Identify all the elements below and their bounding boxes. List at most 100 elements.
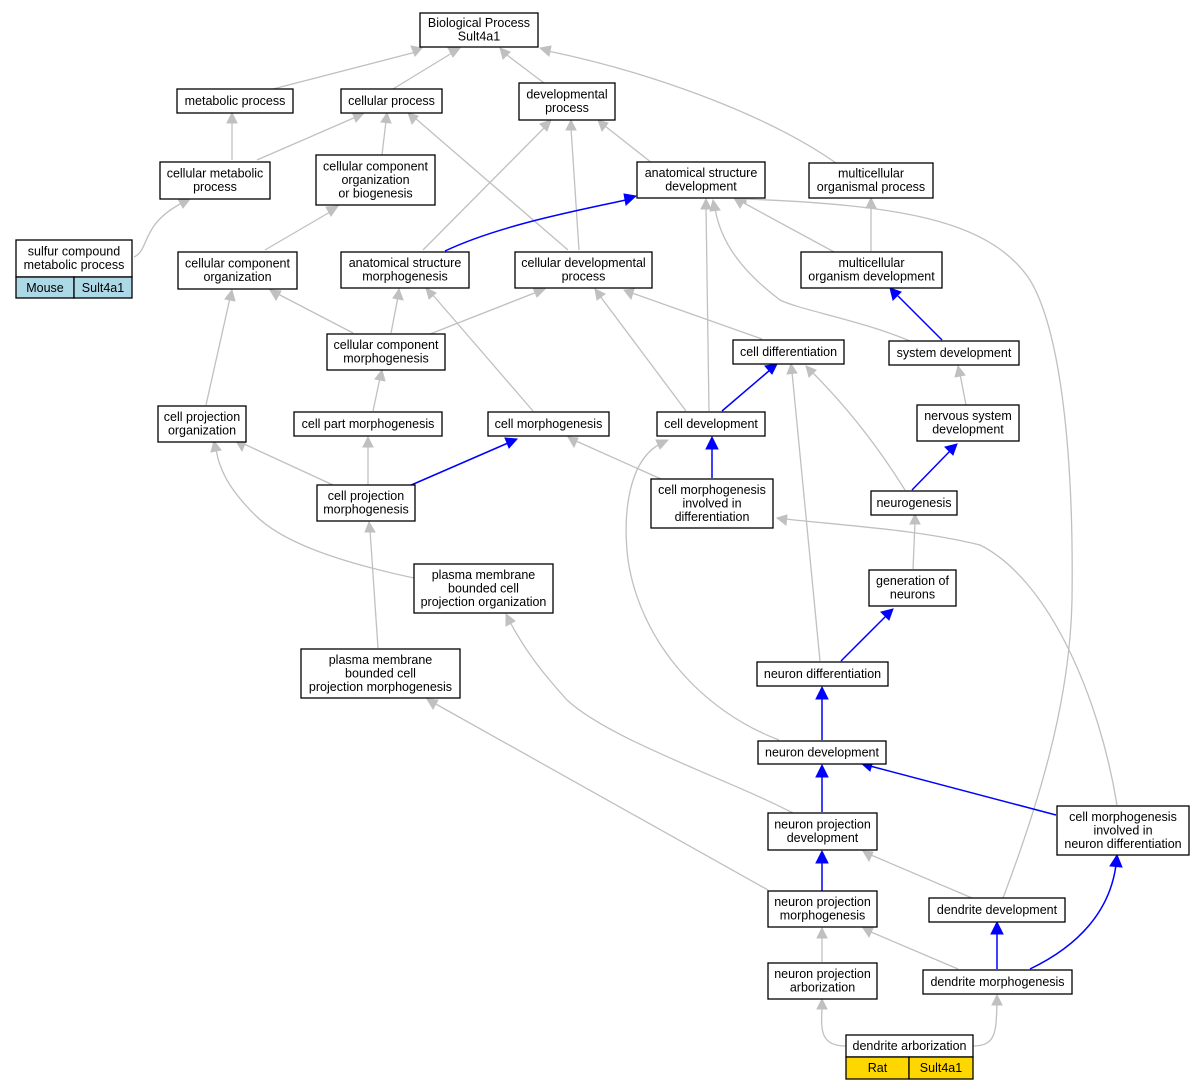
node-cellular-process[interactable]: cellular process [340, 88, 443, 114]
node-label-line: multicellular [839, 256, 905, 270]
node-label-line: nervous system [924, 409, 1012, 423]
edge-developmental-to-bp [506, 54, 545, 84]
node-neuron-differentiation[interactable]: neuron differentiation [756, 661, 889, 687]
arrowhead [889, 287, 902, 301]
node-label-line: developmental [526, 88, 607, 102]
edge-cmind-to-ndev [869, 765, 1057, 816]
node-cell-development[interactable]: cell development [656, 411, 766, 437]
edge-ccobg-to-cellular [381, 120, 387, 156]
node-dendrite-arborization[interactable]: dendrite arborization [845, 1034, 974, 1058]
node-label-line: multicellular [838, 167, 904, 181]
node-label-line: cellular process [348, 94, 435, 108]
node-cell-morphogenesis[interactable]: cell morphogenesis [487, 411, 610, 437]
node-label-line: or biogenesis [338, 186, 412, 200]
arrowhead [392, 287, 404, 301]
edge-cd-to-cdp [599, 295, 687, 412]
node-box [767, 812, 878, 851]
arrowhead [862, 850, 874, 863]
node-metabolic-process[interactable]: metabolic process [176, 88, 294, 114]
arrowhead [447, 47, 462, 58]
edge-asm-to-asd [444, 199, 627, 252]
node-label-line: cell part morphogenesis [302, 417, 435, 431]
arrowhead [954, 364, 966, 378]
node-label-line: development [932, 423, 1004, 437]
arrowhead [709, 198, 721, 212]
edge-nsd-to-sysdev [959, 373, 967, 406]
node-box [518, 82, 616, 121]
node-system-development[interactable]: system development [888, 340, 1020, 366]
node-dendrite-morphogenesis[interactable]: dendrite morphogenesis [922, 969, 1073, 995]
node-box [177, 251, 298, 290]
arrowhead [805, 365, 817, 378]
rat-gene-tag: Rat Sult4a1 [845, 1056, 974, 1080]
node-box [650, 478, 774, 529]
arrowhead [538, 45, 552, 57]
node-neuron-development[interactable]: neuron development [757, 740, 887, 765]
node-box [756, 661, 889, 687]
node-label-line: organization [168, 424, 236, 438]
arrowhead [362, 435, 374, 448]
node-label-line: development [665, 180, 737, 194]
node-label-line: metabolic process [24, 258, 125, 272]
node-box [300, 648, 461, 699]
edge-cdp-to-cellular [414, 117, 569, 251]
arrowhead [991, 993, 1003, 1006]
node-box [340, 88, 443, 114]
edge-metabolic-to-bp [272, 51, 417, 90]
node-label-line: cellular component [185, 257, 290, 271]
node-box [870, 490, 958, 516]
arrowhead [816, 997, 828, 1010]
edge-nd-to-celldiff [791, 371, 821, 662]
edge-pmbcpo-to-cpo [215, 448, 415, 579]
edge-cpm-to-ccm [372, 377, 381, 412]
edge-cdp-to-developmental [570, 127, 580, 251]
node-box [293, 411, 443, 437]
node-label-line: cell projection [328, 489, 404, 503]
edge-nd-to-gen [840, 615, 887, 662]
node-dendrite-development[interactable]: dendrite development [928, 897, 1066, 923]
node-cell-differentiation[interactable]: cell differentiation [732, 339, 845, 365]
arrowhead [700, 197, 712, 210]
arrowhead [425, 287, 437, 300]
node-box [916, 404, 1020, 442]
node-box [732, 339, 845, 365]
node-box [413, 563, 554, 614]
node-label-line: cell development [664, 417, 758, 431]
node-label-line: cell differentiation [740, 345, 837, 359]
arrowhead [775, 514, 788, 526]
arrowhead [786, 362, 798, 375]
edge-mod-to-asd [741, 201, 837, 254]
rat-gene-cell [908, 1056, 974, 1080]
edge-ccm-to-ccorg [277, 293, 354, 334]
edge-sysdev-to-asd [714, 207, 911, 342]
node-label-line: process [545, 101, 589, 115]
node-label-line: neuron differentiation [1064, 837, 1181, 851]
node-neurogenesis[interactable]: neurogenesis [870, 490, 958, 516]
node-cell-part-morphogenesis[interactable]: cell part morphogenesis [293, 411, 443, 437]
node-label-line: cell morphogenesis [658, 483, 766, 497]
